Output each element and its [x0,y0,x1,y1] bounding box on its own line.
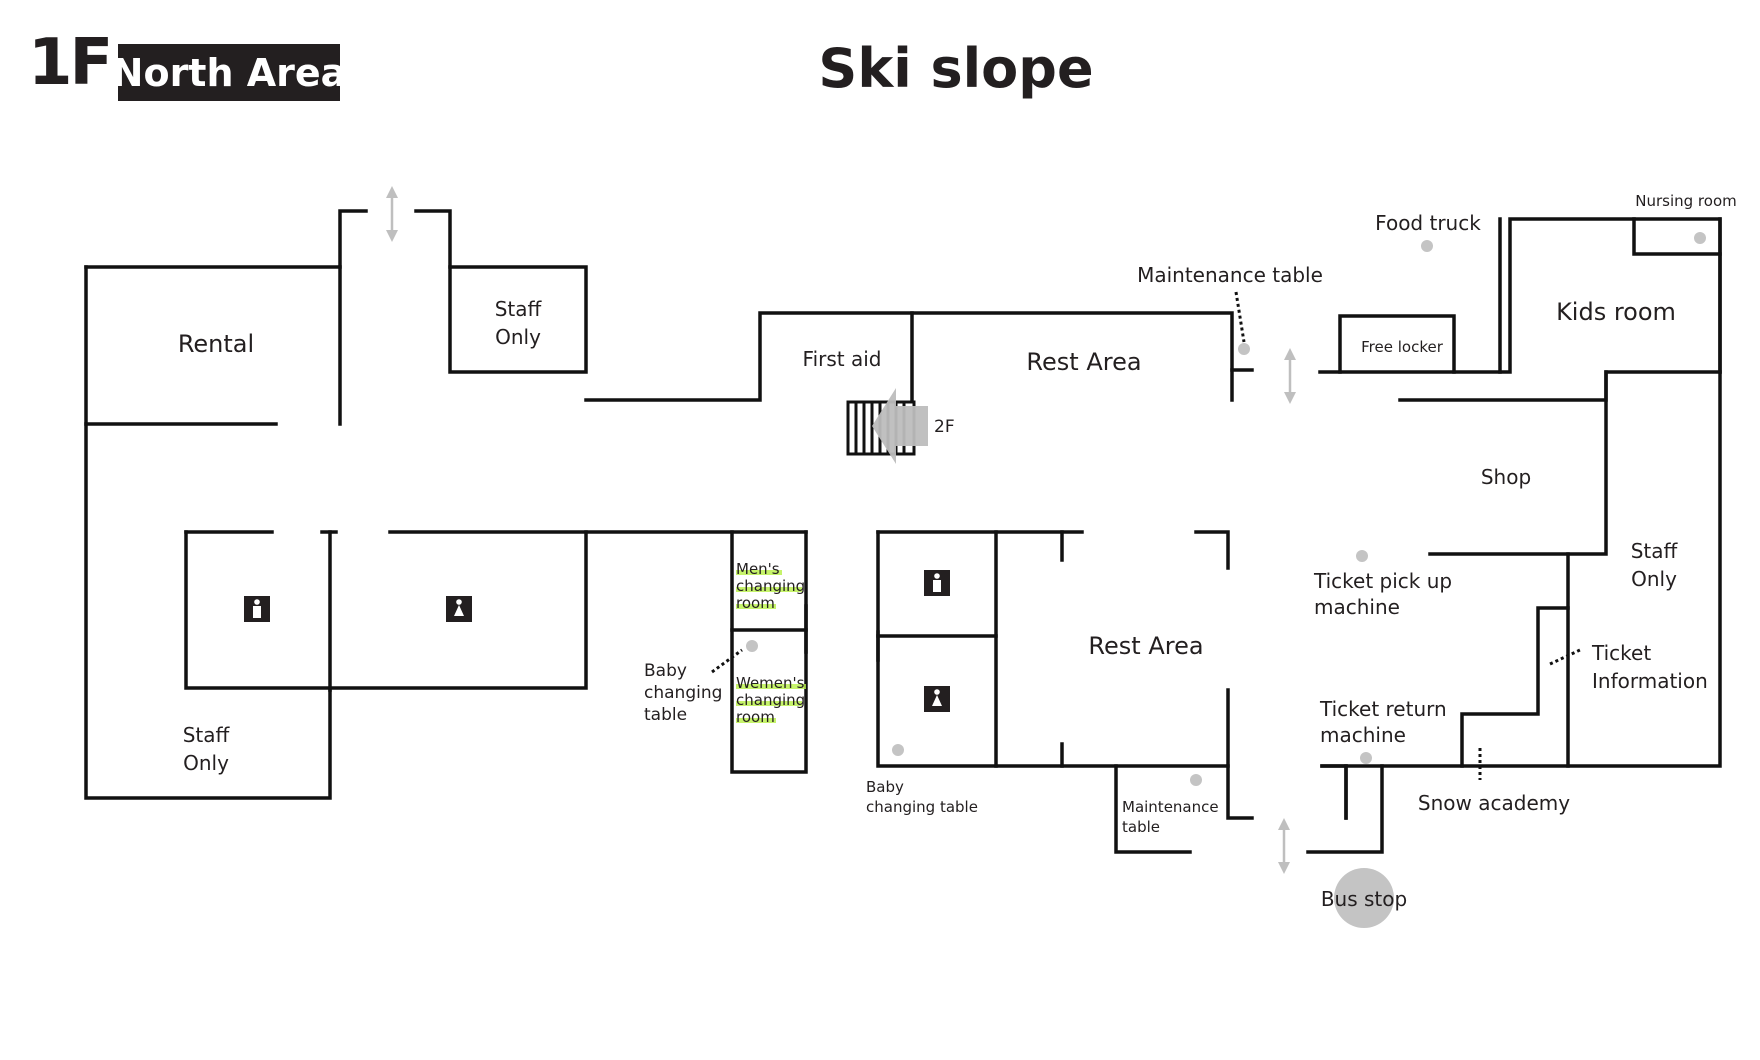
maintenance-table-room-label: table [1122,818,1160,836]
room-rest-area-label: Rest Area [1088,632,1203,660]
ticket-return-label: Ticket return [1319,697,1447,721]
ticket-pickup-label: Ticket pick up [1313,569,1452,593]
baby-changing-table-label: changing table [866,798,978,816]
dot-marker-icon [1190,774,1202,786]
floor-label: 1F [28,26,110,100]
maintenance-leader [1234,291,1246,343]
markers [711,232,1706,928]
dot-marker-icon [1356,550,1368,562]
ticket-pickup-label: machine [1314,595,1400,619]
staff-only-left-label: Staff [183,723,231,747]
wall-academy-left [1320,764,1348,820]
food-truck-label: Food truck [1375,211,1481,235]
baby-changing-label: Baby [644,661,687,681]
mens-changing-label: changing [736,577,805,595]
baby-changing-table-label: Baby [866,778,904,796]
changing-highlights [736,570,806,723]
room-first-aid-label: First aid [803,347,882,371]
bus-stop-label: Bus stop [1321,887,1407,911]
mens-changing-label: room [736,594,775,612]
womens-changing-label: changing [736,691,805,709]
nursing-room-label: Nursing room [1635,192,1736,210]
male-restroom-icon [244,596,270,622]
info-leader [1549,648,1581,666]
staff-only-right-label: Staff [1631,539,1679,563]
area-label: North Area [112,51,347,95]
wall-rental-top [84,209,368,269]
stairs-arrow-icon [872,388,928,464]
ticket-information-label: Ticket [1591,641,1651,665]
dot-marker-icon [1421,240,1433,252]
wall-left-outer [84,265,332,800]
wall-wc-box [184,530,588,690]
area-badge [118,44,340,101]
stairs-2f-label: 2F [934,417,955,437]
ticket-information-label: Information [1592,669,1708,693]
male-restroom-icon [924,570,950,596]
double-arrow-icon [1284,348,1296,404]
dot-marker-icon [892,744,904,756]
baby-changing-label: table [644,705,687,725]
staff-only-right-label: Only [1631,567,1677,591]
wall-maint-room [1114,764,1192,854]
double-arrow-icon [1278,818,1290,874]
baby-changing-label: changing [644,683,722,703]
room-rest-area-label: Rest Area [1026,348,1141,376]
kids-room-label: Kids room [1556,298,1676,326]
ticket-return-label: machine [1320,723,1406,747]
mens-changing-label: Men's [736,560,780,578]
womens-changing-label: room [736,708,775,726]
wall-staff-room [448,265,588,374]
dot-marker-icon [746,640,758,652]
wall-nursing [1632,217,1722,256]
snow-academy-label: Snow academy [1418,791,1570,815]
free-locker-label: Free locker [1361,338,1444,356]
wall-stair-right [414,209,452,269]
wall-shop-top [1398,370,1722,402]
baby-leader [711,648,743,674]
room-labels: Rental Staff Only First aid Rest Area Ma… [178,192,1737,911]
dot-marker-icon [1694,232,1706,244]
room-staff-only-label: Staff [495,297,543,321]
bus-stop-marker-icon [1334,868,1394,928]
dot-marker-icon [1238,343,1250,355]
female-restroom-icon [924,686,950,712]
stairs-icon[interactable]: 2F [846,388,955,464]
wall-shop-right [1428,370,1608,556]
walls [84,209,1722,854]
wall-info-step [1460,606,1570,768]
shop-label: Shop [1481,465,1531,489]
dot-marker-icon [1360,752,1372,764]
wall-locker [1338,314,1456,374]
room-rental-label: Rental [178,330,254,358]
room-staff-only-label: Only [495,325,541,349]
womens-changing-label: Wemen's [736,674,805,692]
wall-north-corridor [584,311,1234,402]
header: 1F North Area Ski slope [28,26,1094,101]
entrance-arrows [386,186,1296,874]
wall-right-outer [1320,217,1722,768]
wall-academy-bottom [1306,764,1384,854]
staff-only-left-label: Only [183,751,229,775]
maintenance-table-room-label: Maintenance [1122,798,1219,816]
wall-maint-right [1226,764,1254,820]
female-restroom-icon [446,596,472,622]
maintenance-table-label: Maintenance table [1137,263,1323,287]
double-arrow-icon [386,186,398,242]
page-title: Ski slope [818,37,1093,100]
wall-rest-corner [1194,530,1230,570]
